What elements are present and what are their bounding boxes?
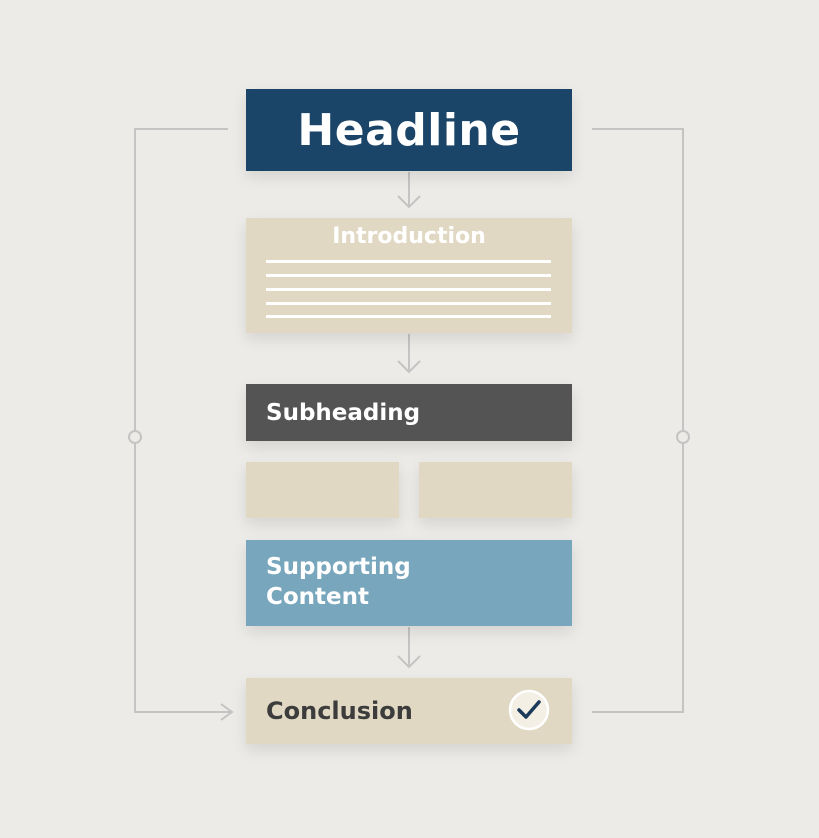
arrowhead-intro-to-subheading xyxy=(397,360,421,374)
headline-text: Headline xyxy=(297,104,521,156)
detail-block-left xyxy=(246,462,399,518)
left-loop-connector xyxy=(134,128,232,713)
arrowhead-headline-to-intro xyxy=(397,195,421,209)
headline-block: Headline xyxy=(246,89,572,171)
introduction-text-line xyxy=(266,302,551,305)
right-loop-connector xyxy=(592,128,684,713)
arrowhead-supporting-to-conclusion xyxy=(397,655,421,669)
supporting-content-line-2: Content xyxy=(266,584,370,610)
introduction-text-line xyxy=(266,315,551,318)
subheading-block: Subheading xyxy=(246,384,572,441)
introduction-text-line xyxy=(266,288,551,291)
detail-block-right xyxy=(419,462,572,518)
introduction-text-line xyxy=(266,260,551,263)
left-loop-arrowhead xyxy=(220,703,234,721)
left-loop-node xyxy=(128,430,142,444)
conclusion-text: Conclusion xyxy=(266,697,413,725)
supporting-content-block: Supporting Content xyxy=(246,540,572,626)
introduction-title: Introduction xyxy=(332,224,486,249)
right-loop-node xyxy=(676,430,690,444)
supporting-content-line-1: Supporting xyxy=(266,554,411,580)
subheading-text: Subheading xyxy=(266,399,421,426)
check-circle-icon xyxy=(508,689,550,731)
introduction-text-line xyxy=(266,274,551,277)
